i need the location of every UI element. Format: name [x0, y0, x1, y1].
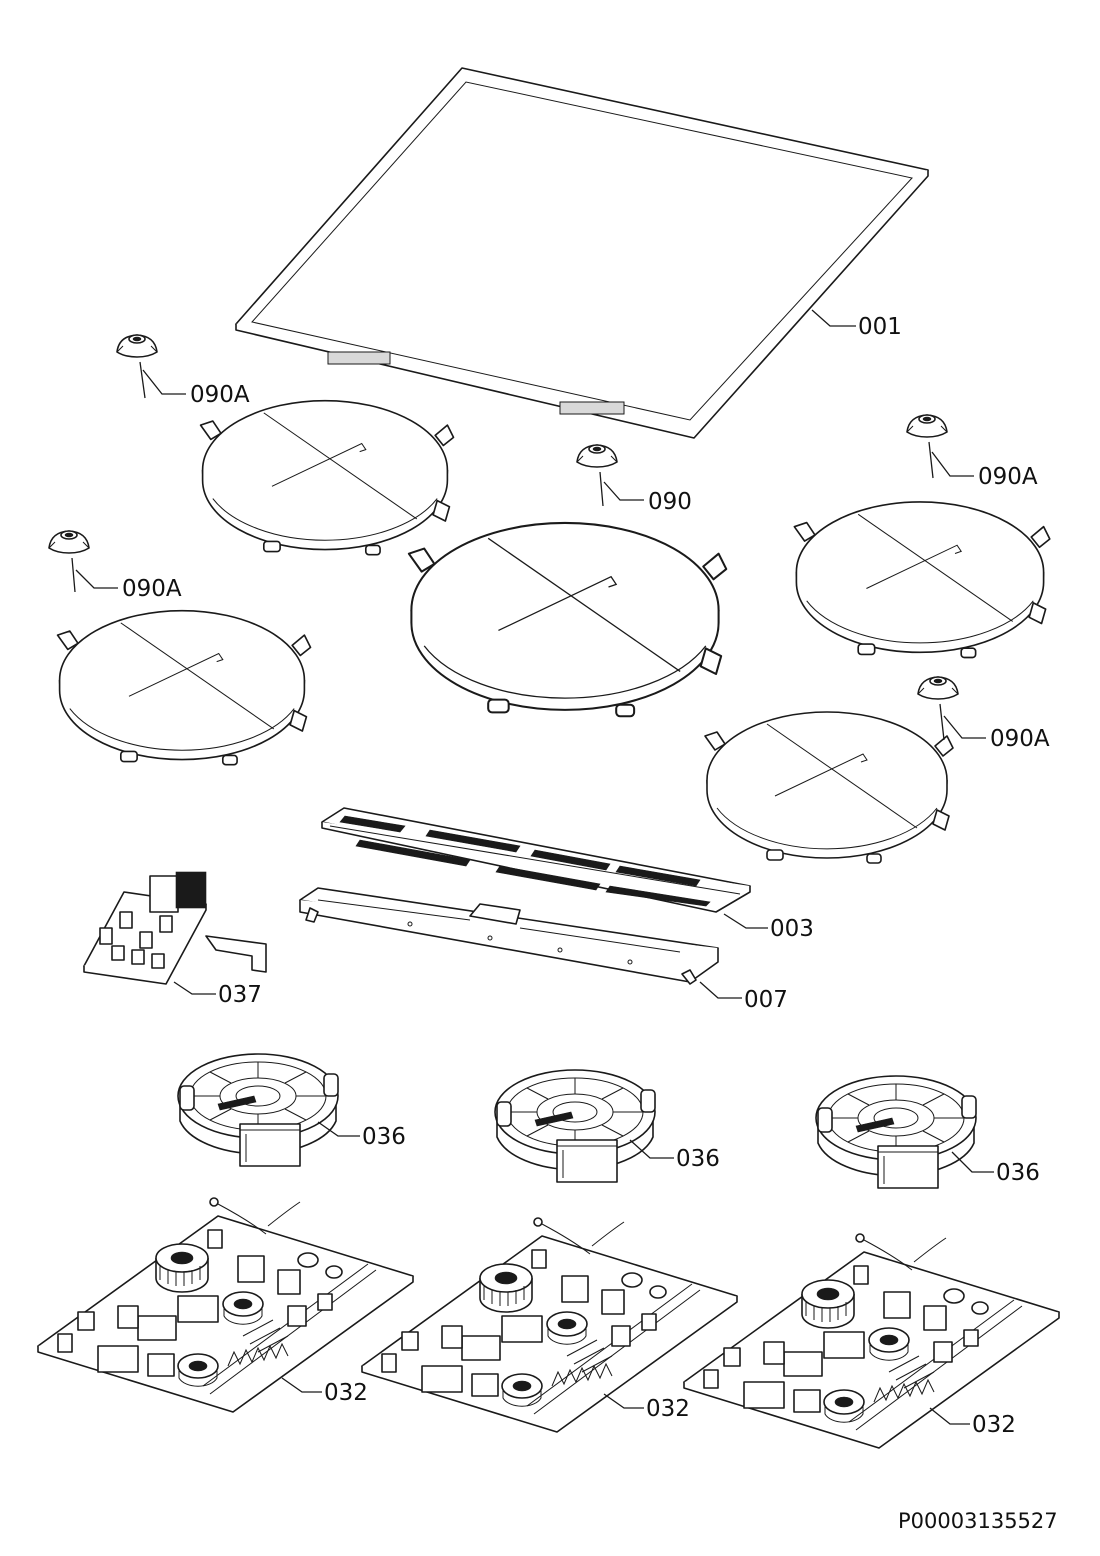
- induction-coil-center: [407, 521, 728, 718]
- label-090a-mid-left: 090A: [122, 576, 182, 602]
- label-032-right: 032: [972, 1412, 1016, 1438]
- label-090a-top-right: 090A: [978, 464, 1038, 490]
- cooling-fan-left: [177, 1053, 339, 1167]
- sensor-cap-bottom-right: [917, 676, 959, 700]
- label-032-center: 032: [646, 1396, 690, 1422]
- sensor-cap-top-right: [906, 414, 948, 438]
- label-032-left: 032: [324, 1380, 368, 1406]
- label-036-left: 036: [362, 1124, 406, 1150]
- induction-coil-top-left: [199, 399, 455, 556]
- document-reference: P00003135527: [898, 1509, 1058, 1533]
- label-090-center: 090: [648, 489, 692, 515]
- terminal-block-part: [83, 871, 267, 995]
- cooling-fan-center: [494, 1069, 656, 1183]
- label-090a-bottom-right: 090A: [990, 726, 1050, 752]
- sensor-cap-top-left: [116, 334, 158, 358]
- label-090a-top-left: 090A: [190, 382, 250, 408]
- label-036-center: 036: [676, 1146, 720, 1172]
- control-frame-part: [299, 887, 742, 999]
- induction-coil-right: [793, 501, 1051, 659]
- induction-coil-left: [56, 609, 312, 766]
- label-007: 007: [744, 987, 788, 1013]
- sensor-cap-mid-left: [48, 530, 90, 554]
- label-036-right: 036: [996, 1160, 1040, 1186]
- label-001: 001: [858, 314, 902, 340]
- sensor-cap-center: [576, 444, 618, 468]
- glass-top-part: [235, 67, 929, 439]
- cooling-fan-right: [815, 1075, 977, 1189]
- control-board-part: [321, 807, 768, 929]
- label-037: 037: [218, 982, 262, 1008]
- induction-coil-bottom-right: [704, 711, 954, 864]
- label-003: 003: [770, 916, 814, 942]
